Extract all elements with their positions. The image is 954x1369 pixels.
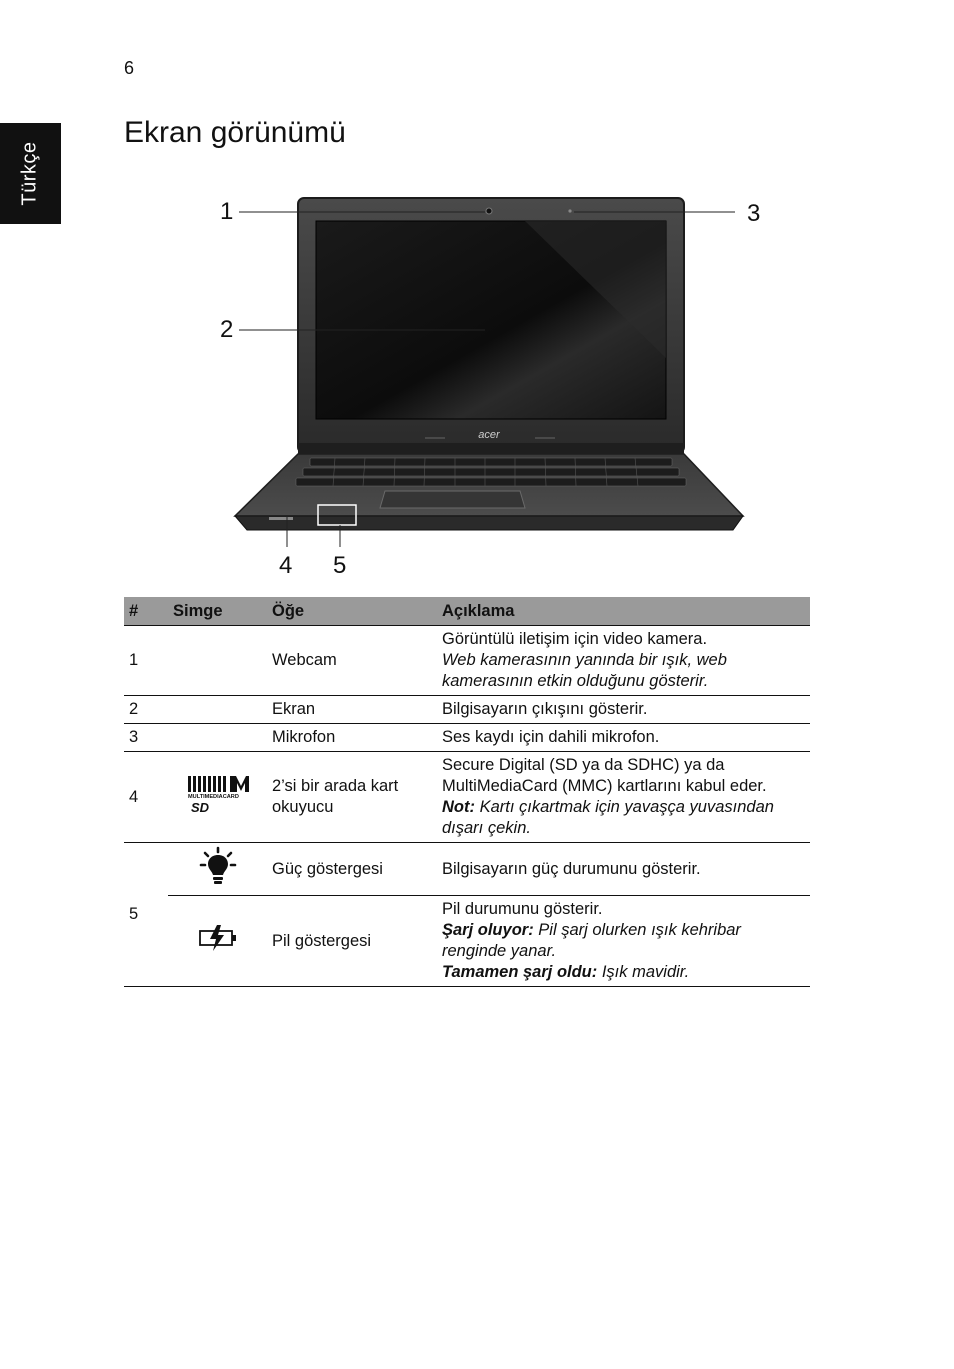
row-item: Ekran	[267, 695, 437, 724]
row-number: 1	[124, 625, 168, 696]
row-number: 4	[124, 751, 168, 843]
table-row: 2 Ekran Bilgisayarın çıkışını gösterir.	[124, 695, 810, 724]
row-description: Bilgisayarın güç durumunu gösterir.	[437, 842, 810, 896]
note-label: Not:	[442, 798, 475, 816]
callout-lines	[239, 211, 735, 547]
sd-mmc-card-icon: MULTIMEDIACARD SD	[187, 776, 249, 815]
laptop-front-edge	[233, 515, 744, 531]
row-item: Güç göstergesi	[267, 842, 437, 896]
header-number: #	[124, 597, 168, 626]
row-item: Webcam	[267, 625, 437, 696]
acer-logo: acer	[478, 429, 501, 441]
header-item: Öğe	[267, 597, 437, 626]
row-icon-empty	[168, 625, 267, 696]
row-number: 3	[124, 723, 168, 752]
charged-label: Tamamen şarj oldu:	[442, 963, 598, 981]
card-slot	[269, 517, 293, 520]
webcam-lens	[485, 207, 493, 215]
row-description: Pil durumunu gösterir. Şarj oluyor: Pil …	[437, 895, 810, 987]
power-bulb-icon	[199, 846, 236, 884]
row-description: Görüntülü iletişim için video kamera. We…	[437, 625, 810, 696]
table-header-row: # Simge Öğe Açıklama	[124, 597, 810, 626]
page-title: Ekran görünümü	[124, 116, 346, 149]
table-row: 4 MULTIMEDIACARD SD 2’si bir arada kart …	[124, 751, 810, 843]
row-description: Secure Digital (SD ya da SDHC) ya da Mul…	[437, 751, 810, 843]
header-description: Açıklama	[437, 597, 810, 626]
battery-charge-icon	[198, 925, 236, 951]
row-icon-empty	[168, 695, 267, 724]
row-icon	[168, 895, 267, 987]
row-description: Bilgisayarın çıkışını gösterir.	[437, 695, 810, 724]
table-row: 3 Mikrofon Ses kaydı için dahili mikrofo…	[124, 723, 810, 752]
svg-text:SD: SD	[191, 800, 210, 814]
table-row: Pil göstergesi Pil durumunu gösterir. Şa…	[124, 895, 810, 987]
microphone-hole	[568, 209, 572, 213]
callout-1: 1	[220, 198, 234, 225]
description-text: Görüntülü iletişim için video kamera.	[442, 630, 708, 648]
row-item: Pil göstergesi	[267, 895, 437, 987]
description-note: Not: Kartı çıkartmak için yavaşça yuvası…	[442, 797, 805, 839]
svg-text:MULTIMEDIACARD: MULTIMEDIACARD	[188, 794, 239, 800]
charging-text: Pil şarj olurken ışık kehribar renginde …	[442, 921, 741, 960]
description-italic: Web kamerasının yanında bir ışık, web ka…	[442, 651, 727, 690]
row-number: 2	[124, 695, 168, 724]
indicator-highlight	[317, 504, 357, 526]
row-description: Ses kaydı için dahili mikrofon.	[437, 723, 810, 752]
keyboard	[295, 457, 687, 487]
table-row: 5 Güç göstergesi Bilgisayarın güç du	[124, 842, 810, 987]
laptop-figure: acer	[195, 158, 785, 579]
description-charging: Şarj oluyor: Pil şarj olurken ışık kehri…	[442, 920, 805, 962]
callout-3: 3	[747, 200, 761, 227]
touchpad	[379, 490, 526, 509]
row-icon	[168, 842, 267, 896]
row-item: Mikrofon	[267, 723, 437, 752]
charged-text: Işık mavidir.	[597, 963, 690, 981]
language-tab: Türkçe	[0, 123, 61, 224]
table-row: 1 Webcam Görüntülü iletişim için video k…	[124, 625, 810, 696]
row-item: 2’si bir arada kart okuyucu	[267, 751, 437, 843]
row-icon-empty	[168, 723, 267, 752]
description-charged: Tamamen şarj oldu: Işık mavidir.	[442, 962, 805, 983]
description-text: Secure Digital (SD ya da SDHC) ya da Mul…	[442, 756, 767, 795]
laptop-illustration: acer	[233, 197, 745, 547]
component-table: # Simge Öğe Açıklama 1 Webcam Görüntülü …	[124, 597, 810, 987]
header-icon: Simge	[168, 597, 267, 626]
callout-5: 5	[333, 552, 347, 579]
callout-2: 2	[220, 316, 234, 343]
language-tab-label: Türkçe	[19, 141, 41, 206]
row-icon: MULTIMEDIACARD SD	[168, 751, 267, 843]
callout-4: 4	[279, 552, 293, 579]
page-number: 6	[124, 58, 135, 78]
description-text: Pil durumunu gösterir.	[442, 900, 603, 918]
charging-label: Şarj oluyor:	[442, 921, 534, 939]
note-text: Kartı çıkartmak için yavaşça yuvasından …	[442, 798, 774, 837]
row-number: 5	[124, 842, 168, 987]
